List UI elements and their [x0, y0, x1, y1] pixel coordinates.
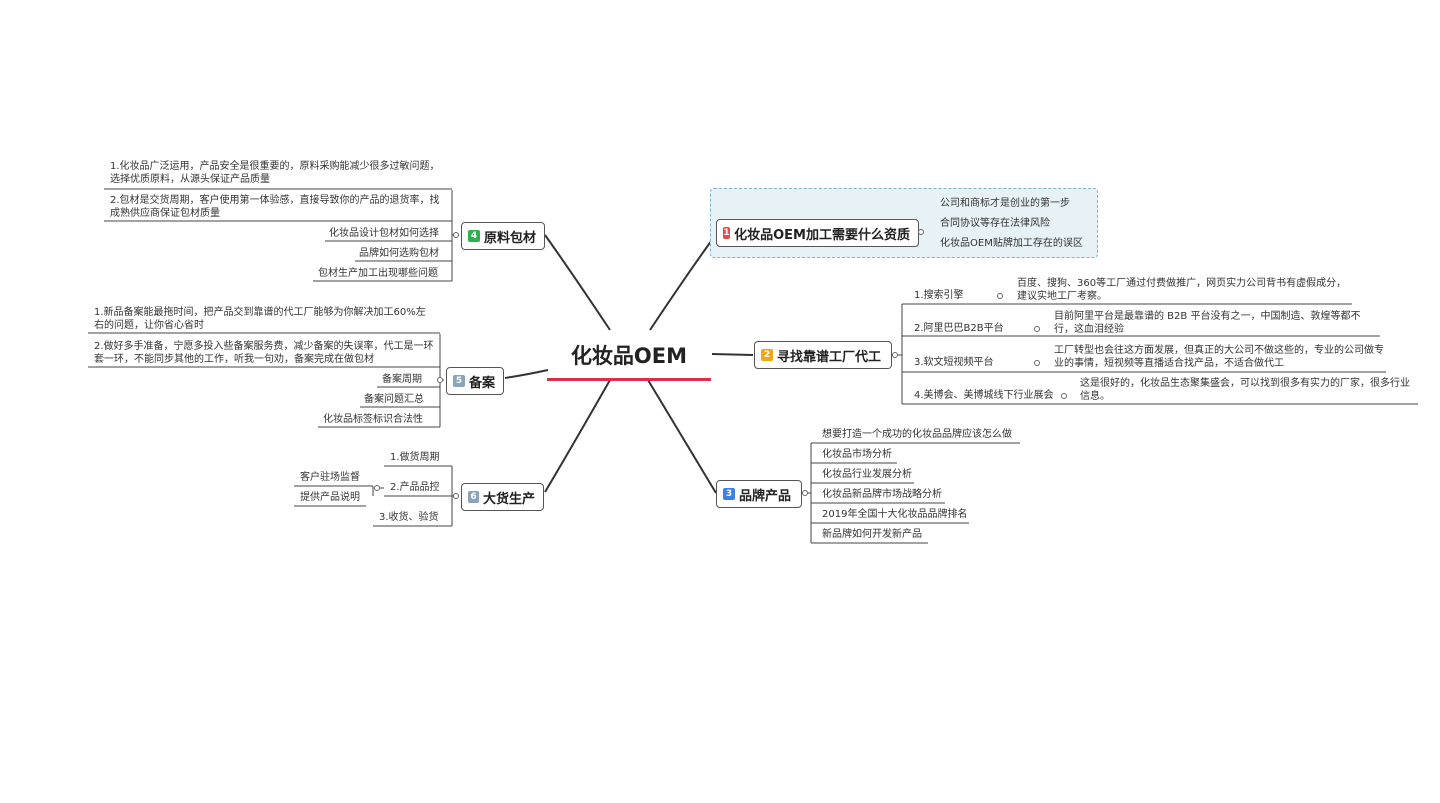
branch-6-topic[interactable]: 6 大货生产	[461, 483, 544, 511]
branch-2-item-label[interactable]: 2.阿里巴巴B2B平台	[914, 323, 1004, 334]
priority-4-icon: 4	[468, 230, 480, 242]
branch-4-label: 原料包材	[483, 230, 536, 246]
branch-2-item-note: 百度、搜狗、360等工厂通过付费做推广，网页实力公司背书有虚假成分，建议实地工厂…	[1017, 278, 1347, 302]
collapse-icon[interactable]	[453, 232, 459, 238]
branch-6-label: 大货生产	[482, 491, 535, 507]
branch-3-label: 品牌产品	[739, 488, 792, 504]
branch-6-item[interactable]: 1.做货周期	[390, 452, 440, 463]
branch-5-item[interactable]: 备案周期	[382, 374, 422, 385]
branch-3-item[interactable]: 化妆品行业发展分析	[822, 469, 912, 480]
branch-2-label: 寻找靠谱工厂代工	[777, 349, 882, 365]
collapse-icon[interactable]	[918, 229, 924, 235]
branch-2-item-note: 这是很好的，化妆品生态聚集盛会，可以找到很多有实力的厂家，很多行业信息。	[1080, 378, 1410, 402]
branch-6-subitem[interactable]: 提供产品说明	[300, 492, 360, 503]
branch-4-topic[interactable]: 4 原料包材	[461, 222, 545, 250]
collapse-icon[interactable]	[374, 485, 380, 491]
branch-3-topic[interactable]: 3 品牌产品	[716, 480, 802, 508]
collapse-icon[interactable]	[997, 293, 1003, 299]
branch-4-item[interactable]: 1.化妆品广泛运用，产品安全是很重要的，原料采购能减少很多过敏问题，选择优质原料…	[110, 161, 440, 185]
priority-2-icon: 2	[761, 349, 773, 361]
branch-1-label: 化妆品OEM加工需要什么资质	[734, 227, 910, 243]
collapse-icon[interactable]	[802, 490, 808, 496]
branch-2-topic[interactable]: 2 寻找靠谱工厂代工	[754, 341, 892, 369]
branch-5-label: 备案	[468, 375, 495, 391]
priority-1-icon: 1	[723, 227, 731, 239]
collapse-icon[interactable]	[1034, 326, 1040, 332]
branch-4-item[interactable]: 2.包材是交货周期，客户使用第一体验感，直接导致你的产品的退货率，找成熟供应商保…	[110, 195, 440, 219]
priority-6-icon: 6	[468, 491, 479, 503]
root-label: 化妆品OEM	[570, 344, 688, 368]
branch-2-item-label[interactable]: 4.美博会、美博城线下行业展会	[914, 390, 1054, 401]
branch-3-item[interactable]: 2019年全国十大化妆品品牌排名	[822, 509, 968, 520]
branch-1-item[interactable]: 化妆品OEM贴牌加工存在的误区	[940, 238, 1083, 249]
branch-6-item[interactable]: 2.产品品控	[390, 482, 440, 493]
collapse-icon[interactable]	[892, 352, 898, 358]
branch-4-item[interactable]: 化妆品设计包材如何选择	[329, 228, 439, 239]
branch-2-item-note: 目前阿里平台是最靠谱的 B2B 平台没有之一，中国制造、敦煌等都不行，这血泪经验	[1054, 311, 1361, 335]
branch-6-item[interactable]: 3.收货、验货	[379, 512, 439, 523]
collapse-icon[interactable]	[1061, 393, 1067, 399]
root-topic[interactable]: 化妆品OEM	[548, 330, 710, 380]
collapse-icon[interactable]	[1034, 360, 1040, 366]
branch-5-item[interactable]: 化妆品标签标识合法性	[323, 414, 423, 425]
branch-4-item[interactable]: 包材生产加工出现哪些问题	[318, 268, 438, 279]
collapse-icon[interactable]	[437, 377, 443, 383]
branch-1-topic[interactable]: 1 化妆品OEM加工需要什么资质	[716, 219, 919, 247]
branch-3-item[interactable]: 化妆品市场分析	[822, 449, 892, 460]
collapse-icon[interactable]	[453, 493, 459, 499]
branch-5-item[interactable]: 2.做好多手准备，宁愿多投入些备案服务费，减少备案的失误率，代工是一环套一环，不…	[94, 341, 434, 365]
branch-1-item[interactable]: 合同协议等存在法律风险	[940, 218, 1050, 229]
branch-2-item-label[interactable]: 1.搜索引擎	[914, 290, 964, 301]
branch-5-item[interactable]: 1.新品备案能最拖时间，把产品交到靠谱的代工厂能够为你解决加工60%左右的问题，…	[94, 307, 426, 331]
priority-5-icon: 5	[453, 375, 465, 387]
branch-5-topic[interactable]: 5 备案	[446, 367, 504, 395]
branch-1-item[interactable]: 公司和商标才是创业的第一步	[940, 198, 1070, 209]
branch-2-item-note: 工厂转型也会往这方面发展，但真正的大公司不做这些的，专业的公司做专业的事情，短视…	[1054, 345, 1384, 369]
branch-3-item[interactable]: 想要打造一个成功的化妆品品牌应该怎么做	[822, 429, 1012, 440]
branch-4-item[interactable]: 品牌如何选购包材	[359, 248, 439, 259]
branch-2-item-label[interactable]: 3.软文短视频平台	[914, 357, 994, 368]
branch-5-item[interactable]: 备案问题汇总	[364, 394, 424, 405]
branch-3-item[interactable]: 新品牌如何开发新产品	[822, 529, 922, 540]
branch-3-item[interactable]: 化妆品新品牌市场战略分析	[822, 489, 942, 500]
branch-6-subitem[interactable]: 客户驻场监督	[300, 472, 360, 483]
priority-3-icon: 3	[723, 488, 735, 500]
root-underline	[547, 378, 711, 381]
